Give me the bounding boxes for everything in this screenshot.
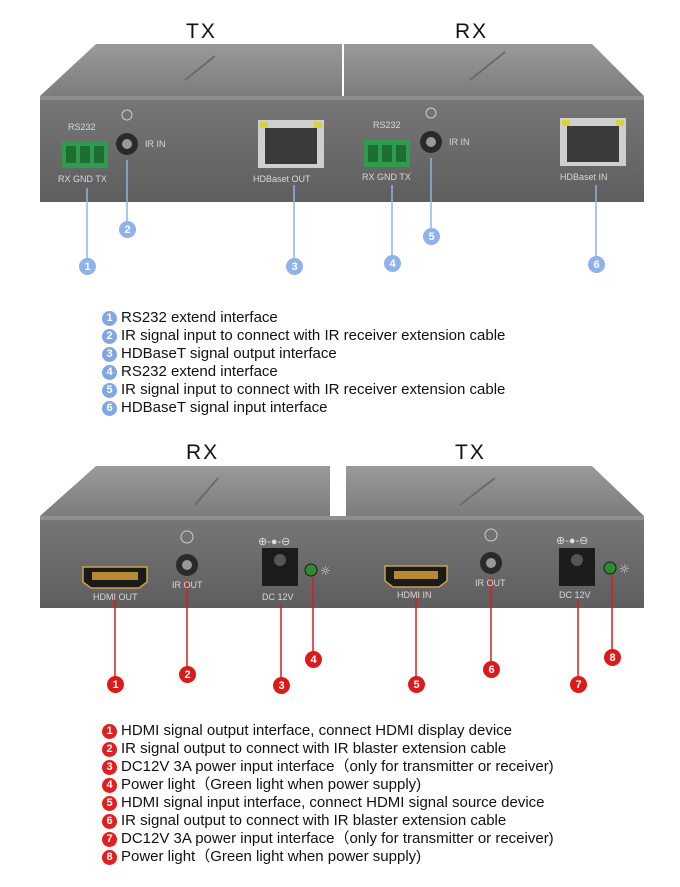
label-dc-left: DC 12V (262, 592, 294, 602)
legend-text: DC12V 3A power input interface（only for … (121, 758, 554, 775)
ir-in-jack-tx (116, 109, 138, 155)
title-rx-bottom: RX (186, 441, 220, 464)
legend-text: Power light（Green light when power suppl… (121, 848, 422, 865)
label-hdmi-in: HDMI IN (397, 590, 432, 600)
legend-text: DC12V 3A power input interface（only for … (121, 830, 554, 847)
title-tx-bottom: TX (455, 441, 486, 464)
ir-out-jack-left (176, 530, 198, 576)
marker-top-4: 4 (384, 255, 401, 272)
legend-number: 6 (102, 400, 117, 416)
tx-device-bottom (346, 466, 644, 608)
marker-bottom-3: 3 (273, 677, 290, 694)
legend-text: RS232 extend interface (121, 309, 278, 326)
label-irout-left: IR OUT (172, 580, 203, 590)
marker-bottom-8: 8 (604, 649, 621, 666)
label-rxgndtx-tx: RX GND TX (58, 174, 107, 184)
ir-out-jack-right (480, 528, 502, 574)
label-irout-right: IR OUT (475, 578, 506, 588)
marker-bottom-5: 5 (408, 676, 425, 693)
legend-text: IR signal input to connect with IR recei… (121, 327, 506, 344)
marker-top-3: 3 (286, 258, 303, 275)
bottom-leader-lines (114, 575, 613, 678)
power-led-right: ☼ (603, 561, 630, 576)
title-tx-top: TX (186, 20, 217, 43)
marker-top-6: 6 (588, 256, 605, 273)
legend-number: 3 (102, 346, 117, 362)
legend-number: 3 (102, 759, 117, 775)
legend-number: 7 (102, 831, 117, 847)
legend-text: HDBaseT signal output interface (121, 345, 337, 362)
power-led-left: ☼ (304, 563, 331, 578)
svg-text:☼: ☼ (320, 564, 331, 578)
top-leader-lines (86, 158, 597, 260)
marker-bottom-1: 1 (107, 676, 124, 693)
legend-text: HDMI signal input interface, connect HDM… (121, 794, 545, 811)
marker-top-1: 1 (79, 258, 96, 275)
svg-text:⊕-●-⊖: ⊕-●-⊖ (258, 536, 290, 548)
legend-number: 4 (102, 777, 117, 793)
label-dc-right: DC 12V (559, 590, 591, 600)
legend-number: 2 (102, 328, 117, 344)
legend-text: IR signal input to connect with IR recei… (121, 381, 506, 398)
title-rx-top: RX (455, 20, 489, 43)
label-irin-tx: IR IN (145, 139, 166, 149)
legend-text: HDMI signal output interface, connect HD… (121, 722, 513, 739)
label-hdbaset-out: HDBaset OUT (253, 174, 311, 184)
legend-text: Power light（Green light when power suppl… (121, 776, 422, 793)
svg-text:☼: ☼ (619, 562, 630, 576)
legend-number: 1 (102, 310, 117, 326)
legend-text: IR signal output to connect with IR blas… (121, 812, 507, 829)
label-irin-rx: IR IN (449, 137, 470, 147)
ir-in-jack-rx (420, 107, 442, 153)
legend-number: 4 (102, 364, 117, 380)
marker-bottom-2: 2 (179, 666, 196, 683)
legend-number: 2 (102, 741, 117, 757)
label-rs232-tx: RS232 (68, 122, 96, 132)
hdmi-in-port (384, 565, 448, 588)
dc-jack-right: ⊕-●-⊖ (556, 535, 595, 586)
legend-text: HDBaseT signal input interface (121, 399, 328, 416)
rx-device-top (344, 44, 644, 202)
legend-number: 5 (102, 382, 117, 398)
marker-top-2: 2 (119, 221, 136, 238)
label-rs232-rx: RS232 (373, 120, 401, 130)
rj45-port-tx (258, 120, 324, 168)
dc-jack-left: ⊕-●-⊖ (258, 536, 298, 586)
marker-bottom-7: 7 (570, 676, 587, 693)
rj45-port-rx (560, 118, 626, 166)
svg-text:⊕-●-⊖: ⊕-●-⊖ (556, 535, 588, 547)
legend-number: 8 (102, 849, 117, 865)
legend-number: 5 (102, 795, 117, 811)
legend-number: 6 (102, 813, 117, 829)
legend-text: RS232 extend interface (121, 363, 278, 380)
legend-number: 1 (102, 723, 117, 739)
marker-bottom-6: 6 (483, 661, 500, 678)
hdmi-out-port (82, 566, 148, 589)
rs232-terminal-rx (364, 140, 410, 167)
marker-top-5: 5 (423, 228, 440, 245)
rs232-terminal-tx (62, 141, 108, 168)
label-rxgndtx-rx: RX GND TX (362, 172, 411, 182)
label-hdmi-out: HDMI OUT (93, 592, 138, 602)
marker-bottom-4: 4 (305, 651, 322, 668)
label-hdbaset-in: HDBaset IN (560, 172, 608, 182)
legend-text: IR signal output to connect with IR blas… (121, 740, 507, 757)
